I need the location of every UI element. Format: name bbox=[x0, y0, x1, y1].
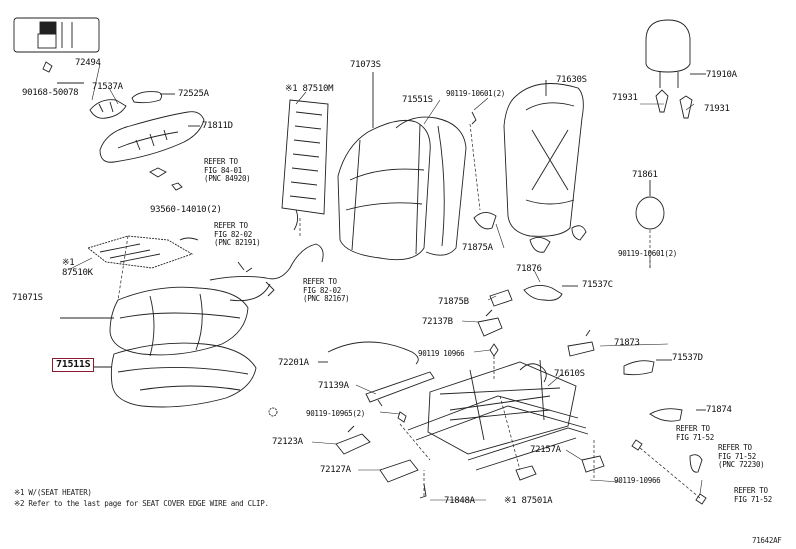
reference-note[interactable]: REFER TO FIG 71-52 bbox=[676, 424, 714, 442]
part-label[interactable]: 72127A bbox=[320, 465, 351, 475]
ref-line: (PNC 84920) bbox=[204, 174, 251, 183]
part-label[interactable]: 90119-10601(2) bbox=[618, 249, 678, 258]
part-label[interactable]: 72123A bbox=[272, 437, 303, 447]
part-label[interactable]: 90119-10965(2) bbox=[306, 409, 366, 418]
reference-note[interactable]: REFER TO FIG 71-52 bbox=[734, 486, 772, 504]
highlighted-part-label[interactable]: 71511S bbox=[52, 358, 95, 372]
part-label[interactable]: 71537D bbox=[672, 353, 703, 363]
ref-line: REFER TO bbox=[214, 221, 248, 230]
figure-id: 71642AF bbox=[752, 536, 782, 545]
part-label[interactable]: 71811D bbox=[202, 121, 233, 131]
part-label[interactable]: 90119-10601(2) bbox=[446, 89, 506, 98]
footnote-2: ※2 Refer to the last page for SEAT COVER… bbox=[14, 499, 269, 508]
part-label[interactable]: ※1 87501A bbox=[504, 496, 553, 506]
part-label[interactable]: 71874 bbox=[706, 405, 732, 415]
part-label[interactable]: 71931 bbox=[704, 104, 730, 114]
part-label[interactable]: 71630S bbox=[556, 75, 587, 85]
part-label[interactable]: 71610S bbox=[554, 369, 585, 379]
part-label[interactable]: ※1 87510M bbox=[285, 84, 334, 94]
ref-line: REFER TO bbox=[204, 157, 238, 166]
part-label[interactable]: 71073S bbox=[350, 60, 381, 70]
part-label[interactable]: 93560-14010(2) bbox=[150, 205, 222, 215]
part-label[interactable]: 90168-50078 bbox=[22, 88, 79, 98]
footnote-1: ※1 W/(SEAT HEATER) bbox=[14, 488, 92, 497]
reference-note[interactable]: REFER TO FIG 82-02 (PNC 82191) bbox=[214, 221, 261, 248]
part-label[interactable]: 71848A bbox=[444, 496, 475, 506]
ref-line: FIG 82-02 bbox=[303, 285, 341, 295]
part-label[interactable]: 90119 10966 bbox=[418, 349, 465, 358]
part-label[interactable]: 71931 bbox=[612, 93, 638, 103]
part-label[interactable]: 71875A bbox=[462, 243, 493, 253]
reference-note[interactable]: REFER TO FIG 82-02 (PNC 82167) bbox=[303, 277, 350, 304]
part-label[interactable]: 71071S bbox=[12, 293, 43, 303]
part-label[interactable]: 71861 bbox=[632, 170, 658, 180]
reference-note[interactable]: REFER TO FIG 84-01 (PNC 84920) bbox=[204, 157, 251, 184]
part-label[interactable]: 72525A bbox=[178, 89, 209, 99]
ref-line: FIG 71-52 bbox=[734, 494, 772, 504]
part-label[interactable]: 90119-10966 bbox=[614, 476, 661, 485]
part-label[interactable]: 71139A bbox=[318, 381, 349, 391]
ref-line: FIG 71-52 bbox=[676, 432, 714, 442]
reference-note[interactable]: REFER TO FIG 71-52 (PNC 72230) bbox=[718, 443, 765, 470]
part-label[interactable]: 71537A bbox=[92, 82, 123, 92]
ref-line: REFER TO bbox=[734, 486, 768, 495]
ref-line: REFER TO bbox=[718, 443, 752, 452]
ref-line: FIG 84-01 bbox=[204, 165, 242, 175]
ref-line: (PNC 82191) bbox=[214, 238, 261, 247]
part-label[interactable]: 71537C bbox=[582, 280, 613, 290]
ref-line: (PNC 82167) bbox=[303, 294, 350, 303]
part-label[interactable]: 71551S bbox=[402, 95, 433, 105]
part-label[interactable]: 72494 bbox=[75, 58, 101, 68]
part-label[interactable]: 72201A bbox=[278, 358, 309, 368]
ref-line: REFER TO bbox=[676, 424, 710, 433]
thumbnail-icon bbox=[13, 17, 100, 53]
part-label[interactable]: 71876 bbox=[516, 264, 542, 274]
ref-line: FIG 82-02 bbox=[214, 229, 252, 239]
part-label[interactable]: 71873 bbox=[614, 338, 640, 348]
part-label-note: ※1 bbox=[62, 258, 75, 268]
ref-line: FIG 71-52 bbox=[718, 451, 756, 461]
part-label[interactable]: 72157A bbox=[530, 445, 561, 455]
part-label[interactable]: 71910A bbox=[706, 70, 737, 80]
ref-line: (PNC 72230) bbox=[718, 460, 765, 469]
part-label[interactable]: 72137B bbox=[422, 317, 453, 327]
ref-line: REFER TO bbox=[303, 277, 337, 286]
part-label[interactable]: 71875B bbox=[438, 297, 469, 307]
part-label[interactable]: 87510K bbox=[62, 268, 93, 278]
